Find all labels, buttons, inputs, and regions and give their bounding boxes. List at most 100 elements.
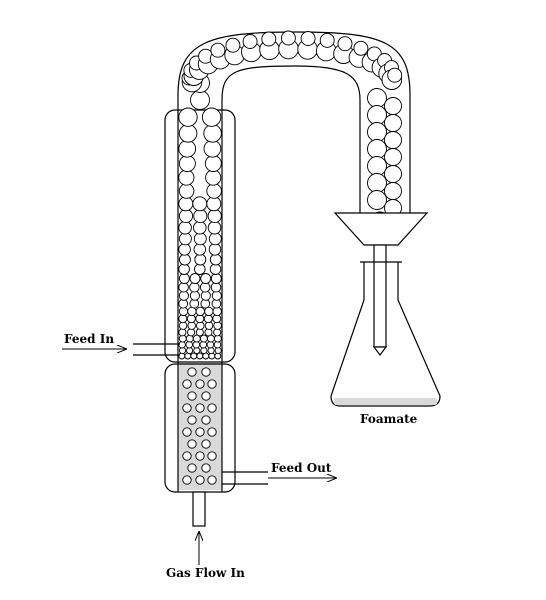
gas-bubble <box>195 475 205 485</box>
foam-bubble <box>367 190 387 210</box>
gas-bubble <box>187 415 197 425</box>
upper-column-jacket <box>164 109 236 363</box>
foam-bubble <box>225 37 241 53</box>
gas-bubble <box>187 463 197 473</box>
foam-bubble <box>203 139 222 158</box>
foam-bubble <box>209 253 222 266</box>
foam-bubble <box>207 220 222 235</box>
foam-bubble <box>208 243 222 256</box>
foam-bubble <box>384 97 402 115</box>
foam-bubble <box>207 208 222 224</box>
foam-bubble <box>204 155 222 172</box>
foam-bubble <box>178 107 198 127</box>
gas-bubble <box>201 439 211 449</box>
foam-bubble <box>194 253 207 266</box>
foam-bubble <box>195 306 205 317</box>
foam-bubble <box>384 165 402 183</box>
foam-bubble <box>193 220 207 235</box>
foam-bubble <box>384 114 402 132</box>
gas-bubble <box>182 379 192 389</box>
gas-bubble <box>201 415 211 425</box>
foam-bubble <box>199 282 211 293</box>
gas-bubble <box>201 391 211 401</box>
foam-bubbles <box>178 30 403 360</box>
foam-bubble <box>178 273 190 284</box>
foam-bubble <box>193 243 207 256</box>
foam-bubble <box>367 122 387 142</box>
feed-in-label: Feed In <box>64 332 115 346</box>
foam-bubble <box>203 124 222 143</box>
foam-bubble <box>178 253 191 266</box>
foam-bubble <box>206 183 222 199</box>
flask-liquid <box>334 398 437 405</box>
foam-bubble <box>319 32 335 48</box>
foam-bubble <box>206 196 222 212</box>
gas-bubble <box>207 403 217 413</box>
gas-bubble <box>182 403 192 413</box>
foam-bubble <box>178 183 195 199</box>
foam-bubble <box>205 169 222 186</box>
foam-bubble <box>199 334 208 343</box>
foam-bubble <box>387 67 403 83</box>
foam-bubble <box>367 156 387 176</box>
foam-bubble <box>367 88 387 108</box>
gas-bubble <box>182 475 192 485</box>
gas-bubble <box>207 475 217 485</box>
foam-bubble <box>178 220 192 235</box>
gas-flow-in-label: Gas Flow In <box>166 566 245 580</box>
foam-bubble <box>201 107 222 127</box>
foam-bubble <box>178 232 192 246</box>
foam-bubble <box>178 208 194 224</box>
feed-out-label: Feed Out <box>271 461 332 475</box>
foam-bubble <box>300 31 316 46</box>
funnel-stem-tip <box>372 346 388 356</box>
gas-bubble <box>195 451 205 461</box>
foam-bubble <box>193 208 208 224</box>
gas-bubble <box>182 427 192 437</box>
foam-bubble <box>178 169 195 186</box>
gas-bubble <box>201 367 211 377</box>
foam-bubble <box>192 196 208 212</box>
gas-inlet-tube <box>192 491 206 527</box>
gas-bubble <box>187 439 197 449</box>
gas-bubble <box>207 379 217 389</box>
foam-bubble <box>189 273 201 284</box>
foam-bubble <box>193 232 207 246</box>
foam-bubble <box>280 30 296 46</box>
gas-bubble <box>195 379 205 389</box>
foam-tube-outer <box>177 31 411 218</box>
foam-bubble <box>384 182 402 200</box>
foam-bubble <box>210 42 226 58</box>
gas-bubble <box>182 451 192 461</box>
gas-bubble <box>195 403 205 413</box>
erlenmeyer-flask <box>330 262 441 407</box>
foam-tube-inner <box>221 65 361 218</box>
foam-bubble <box>178 139 197 158</box>
foam-bubble <box>337 36 353 52</box>
foam-bubble <box>178 243 191 256</box>
foam-bubble <box>367 173 387 193</box>
foam-bubble <box>384 148 402 166</box>
foam-bubble <box>367 105 387 125</box>
foamate-label: Foamate <box>360 412 418 426</box>
gas-bubble <box>187 391 197 401</box>
foam-bubble <box>242 34 258 49</box>
gas-bubble <box>195 427 205 437</box>
foam-bubble <box>178 155 196 172</box>
gas-bubble <box>207 451 217 461</box>
foam-bubble <box>189 282 200 293</box>
foam-bubble <box>210 273 222 284</box>
foam-bubble <box>261 31 277 47</box>
foam-bubble <box>190 90 210 110</box>
gas-bubble <box>201 463 211 473</box>
foam-bubble <box>178 196 194 212</box>
foam-bubble <box>200 273 212 284</box>
foam-bubble <box>367 139 387 159</box>
foam-bubble <box>353 40 369 56</box>
foam-bubble <box>208 232 222 246</box>
foam-bubble <box>178 282 189 293</box>
funnel-stem <box>373 244 387 348</box>
foam-bubble <box>178 124 198 143</box>
